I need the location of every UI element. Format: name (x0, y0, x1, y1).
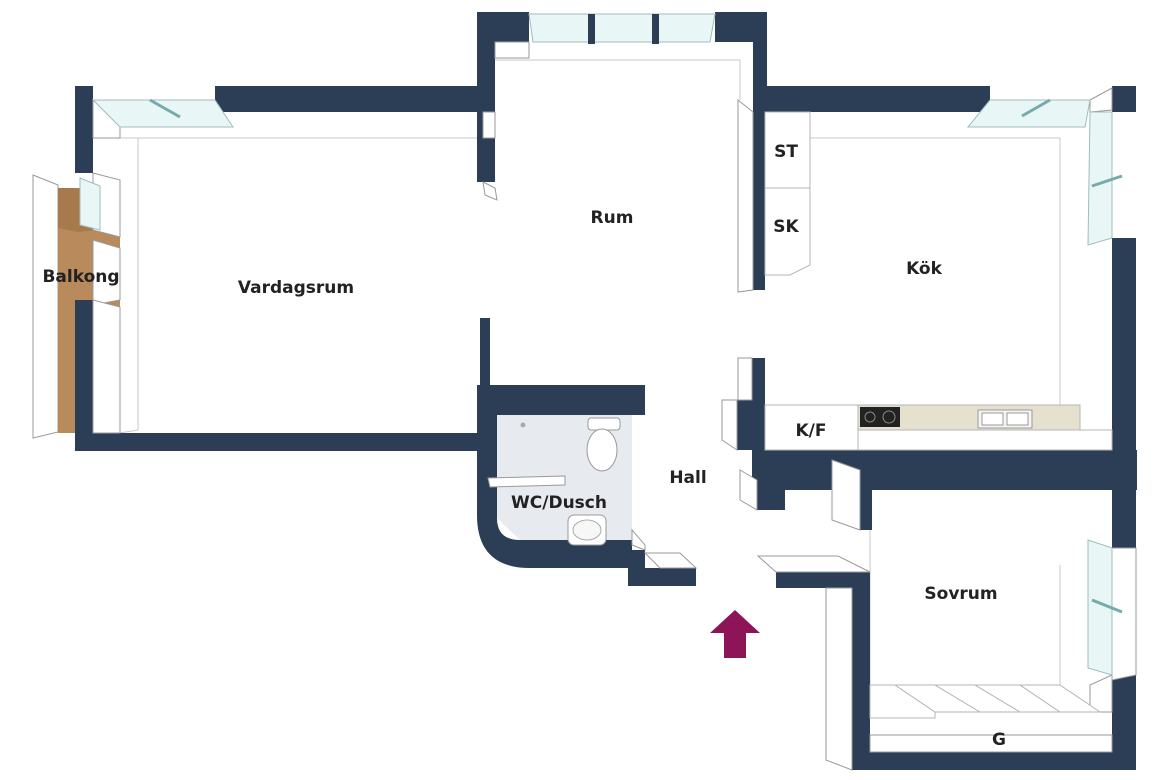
label-rum: Rum (591, 208, 634, 228)
window-rum-top (528, 13, 716, 43)
wardrobes (869, 684, 1102, 719)
label-wc-dusch: WC/Dusch (511, 493, 607, 513)
walls (75, 12, 1137, 770)
bathroom-fixtures (487, 417, 621, 546)
label-g: G (992, 730, 1006, 750)
windows (79, 13, 1123, 676)
label-st: ST (774, 142, 798, 162)
closets (764, 111, 811, 276)
label-sk: SK (773, 217, 799, 237)
stove-icon (860, 407, 900, 427)
label-sovrum: Sovrum (924, 584, 997, 604)
kitchen-counter (764, 404, 1113, 451)
window-living-left (79, 177, 101, 231)
label-kok: Kök (906, 259, 943, 279)
toilet-icon (586, 417, 621, 472)
wall-caps (92, 87, 1137, 771)
kitchen-sink-icon (977, 409, 1033, 429)
closet-sk (764, 187, 811, 276)
window-living-top (91, 99, 234, 128)
window-bedroom-right (1087, 539, 1113, 676)
shower-rail (487, 475, 566, 488)
label-vardagsrum: Vardagsrum (238, 278, 354, 298)
interior-outlines (92, 59, 1061, 691)
window-kitchen-right (1087, 111, 1113, 246)
sink-icon (567, 514, 607, 546)
entrance-arrow-icon (710, 610, 760, 658)
label-kf: K/F (796, 421, 827, 441)
label-balkong: Balkong (42, 267, 119, 287)
label-hall: Hall (669, 468, 706, 488)
